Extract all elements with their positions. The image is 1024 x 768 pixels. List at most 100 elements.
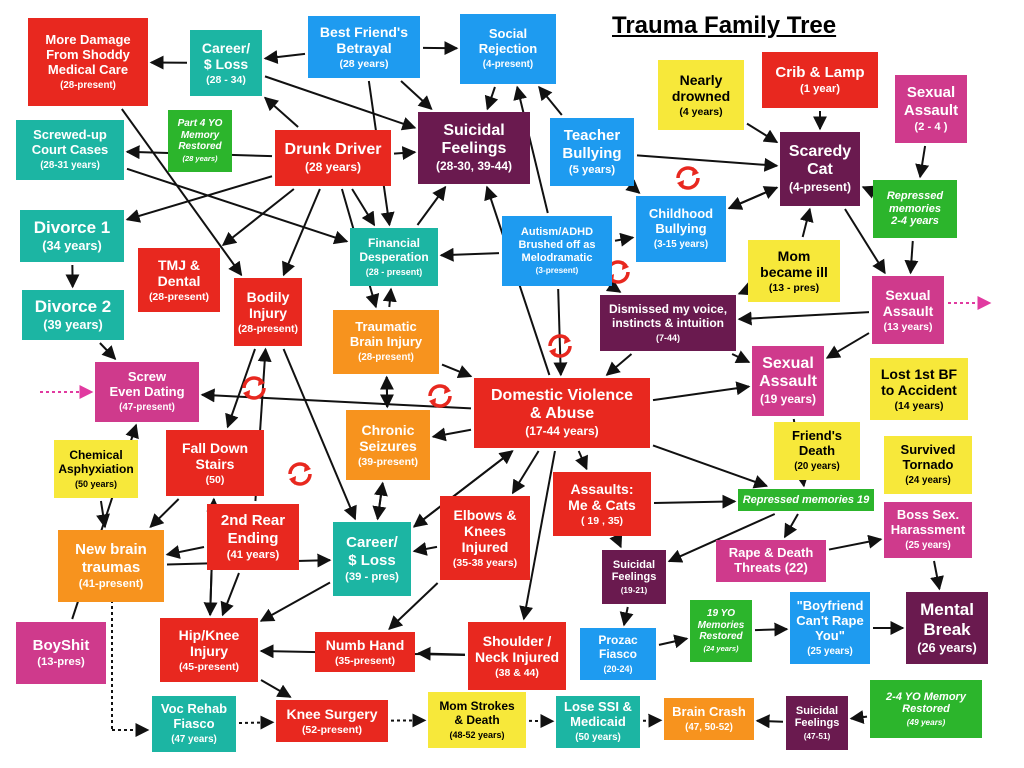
node-label: Assaults: Me & Cats	[568, 480, 636, 513]
connector-arrow	[614, 232, 635, 247]
node-label: Sexual Assault	[903, 84, 959, 119]
node-assaults-cats: Assaults: Me & Cats( 19 , 35)	[553, 472, 651, 536]
node-label: Sexual Assault	[882, 286, 934, 319]
node-years: (47 years)	[171, 734, 217, 746]
node-years: (28-31 years)	[40, 160, 100, 172]
node-dv: Domestic Violence & Abuse(17-44 years)	[474, 378, 650, 448]
node-label: Prozac Fiasco	[598, 633, 638, 661]
connector-arrow	[225, 348, 256, 429]
node-numb-hand: Numb Hand(35-present)	[315, 632, 415, 672]
node-hip-knee: Hip/Knee Injury(45-present)	[160, 618, 258, 682]
node-years: (39 years)	[43, 317, 103, 333]
connector-arrow	[915, 145, 930, 179]
node-second-rear: 2nd Rear Ending(41 years)	[207, 504, 299, 570]
node-label: 2nd Rear Ending	[220, 512, 286, 547]
node-years: (2 - 4 )	[914, 120, 948, 133]
node-label: Nearly drowned	[671, 71, 731, 104]
connector-arrow	[755, 714, 784, 729]
node-years: (47, 50-52)	[685, 721, 733, 733]
node-label: "Boyfriend Can't Rape You"	[796, 597, 864, 643]
node-years: (39-present)	[357, 456, 419, 469]
node-years: (28 - present)	[365, 266, 423, 277]
node-new-brain: New brain traumas(41-present)	[58, 530, 164, 602]
node-label: Screwed-up Court Cases	[31, 127, 109, 158]
connector-arrow	[619, 606, 634, 627]
connector-arrow	[439, 247, 500, 262]
diagram-title: Trauma Family Tree	[612, 12, 837, 39]
connector-arrow	[609, 532, 623, 549]
node-label: Career/ $ Loss	[346, 534, 398, 569]
node-label: Repressed memories 2-4 years	[886, 190, 944, 228]
node-years: (28-30, 39-44)	[435, 159, 513, 174]
node-years: (34 years)	[42, 238, 102, 254]
connector-arrow	[575, 450, 588, 471]
cycle-icon	[288, 462, 312, 486]
node-label: New brain traumas	[75, 541, 147, 576]
node-tbi: Traumatic Brain Injury (28-present)	[333, 310, 439, 374]
node-fall-stairs: Fall Down Stairs(50)	[166, 430, 264, 496]
node-years: (50 years)	[74, 478, 118, 489]
connector-arrow	[259, 581, 331, 622]
connector-arrow	[149, 498, 180, 528]
node-label: TMJ & Dental	[157, 256, 201, 289]
node-boss-harassment: Boss Sex. Harassment(25 years)	[884, 502, 972, 558]
connector-arrow	[263, 96, 299, 128]
connector-arrow	[373, 481, 388, 520]
node-career-loss-1: Career/ $ Loss(28 - 34)	[190, 30, 262, 96]
node-chemical: Chemical Asphyxiation(50 years)	[54, 440, 138, 498]
node-suicidal-3: Suicidal Feelings(47-51)	[786, 696, 848, 750]
connector-arrow	[99, 342, 117, 361]
node-years: (45-present)	[178, 661, 240, 674]
connector-arrow	[282, 348, 357, 521]
connector-arrow	[372, 482, 387, 521]
node-label: Traumatic Brain Injury	[349, 319, 423, 350]
node-sexual-assault-13: Sexual Assault(13 years)	[872, 276, 944, 344]
connector-arrow	[658, 634, 689, 649]
node-label: Sexual Assault	[759, 354, 817, 391]
node-label: Brain Crash	[672, 703, 746, 719]
connector-arrow	[484, 86, 499, 111]
node-years: (41 years)	[226, 548, 280, 561]
node-knee-surgery: Knee Surgery(52-present)	[276, 700, 388, 742]
connector-arrow	[416, 646, 466, 661]
node-label: 2-4 YO Memory Restored	[886, 690, 966, 716]
connector-arrow	[737, 282, 754, 296]
connector-arrow	[605, 353, 633, 376]
node-years: (28 years)	[304, 160, 362, 175]
node-years: (4-present)	[788, 180, 851, 195]
node-years: (20 years)	[794, 461, 840, 473]
node-label: Teacher Bullying	[562, 127, 622, 162]
node-label: Lost 1st BF to Accident	[880, 365, 958, 398]
node-label: Screw Even Dating	[109, 369, 185, 400]
connector-arrow	[799, 207, 814, 238]
node-yo19-memories: 19 YO Memories Restored(24 years)	[690, 600, 752, 662]
node-chronic-seizures: Chronic Seizures(39-present)	[346, 410, 430, 480]
connector-arrow	[849, 710, 868, 724]
connector-arrow	[96, 500, 110, 529]
node-label: Numb Hand	[325, 636, 405, 653]
node-label: Best Friend's Betrayal	[319, 23, 409, 56]
cycle-icon	[676, 166, 700, 190]
node-dismissed: Dismissed my voice, instincts & intuitio…	[600, 295, 736, 351]
node-label: Financial Desperation	[359, 236, 429, 264]
connector-arrow	[652, 381, 751, 402]
node-years: (39 - pres)	[345, 570, 399, 583]
connector-arrow	[412, 542, 438, 556]
connector-arrow	[200, 388, 472, 410]
node-boyfriend: "Boyfriend Can't Rape You"(25 years)	[790, 592, 870, 664]
node-label: Friend's Death	[791, 428, 843, 459]
connector-arrow	[652, 444, 769, 489]
node-tmj: TMJ & Dental(28-present)	[138, 248, 220, 312]
connector-arrow	[636, 154, 779, 172]
node-years: (28-present)	[358, 352, 414, 364]
connector-arrow	[351, 188, 376, 227]
connector-arrow	[379, 375, 394, 408]
connector-arrow	[400, 80, 433, 110]
node-label: Childhood Bullying	[648, 206, 714, 237]
connector-arrow	[553, 288, 568, 377]
connector-arrow	[754, 622, 789, 637]
node-lose-ssi: Lose SSI & Medicaid(50 years)	[556, 696, 640, 748]
node-label: Shoulder / Neck Injured	[474, 632, 560, 665]
node-social-rejection: Social Rejection(4-present)	[460, 14, 556, 84]
